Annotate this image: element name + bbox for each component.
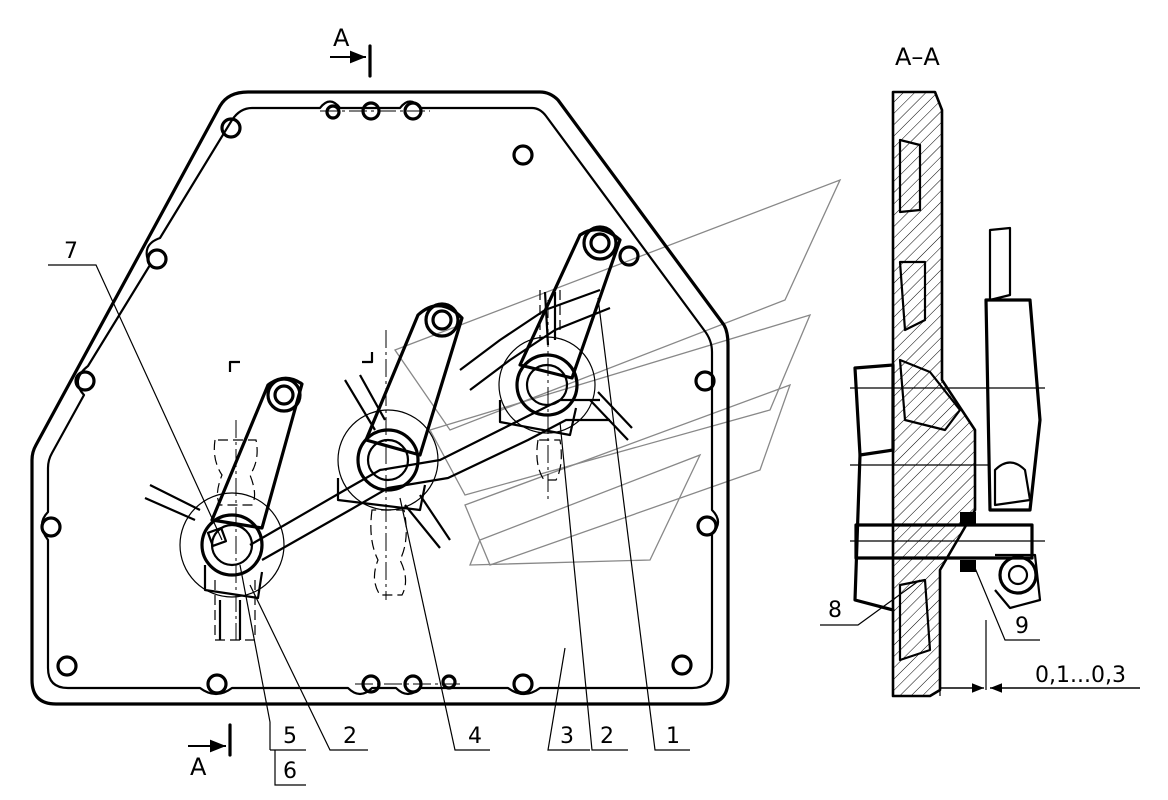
callout-9: 9	[1015, 614, 1029, 639]
bolt-holes	[40, 101, 718, 695]
cover-inner-contour	[40, 100, 720, 696]
shift-lever-right	[498, 225, 633, 441]
section-mark-bottom: A	[190, 753, 207, 781]
cover-outer-contour	[30, 90, 730, 706]
callout-2-right: 2	[600, 724, 614, 749]
gap-dimension-label: 0,1...0,3	[1035, 663, 1126, 688]
callout-1: 1	[666, 724, 680, 749]
cover-section-hatch	[891, 90, 977, 698]
gap-dimension: 0,1...0,3	[940, 663, 1140, 693]
callout-2-left: 2	[343, 724, 357, 749]
section-cut-marks: A A	[188, 24, 372, 781]
callout-3: 3	[560, 724, 574, 749]
callout-8: 8	[828, 598, 842, 623]
section-mark-top: A	[333, 24, 350, 52]
callouts: 7 5 6 2 4 3 2 1 8 9	[48, 239, 1040, 786]
callout-5: 5	[283, 724, 297, 749]
hidden-lever-outlines	[213, 290, 562, 641]
cover-plate	[30, 90, 730, 706]
watermark-logo	[393, 178, 842, 566]
callout-4: 4	[468, 724, 482, 749]
shift-lever-left	[144, 376, 304, 640]
callout-7: 7	[64, 239, 78, 264]
section-view-title: A–A	[895, 43, 940, 71]
callout-6: 6	[283, 759, 297, 784]
section-view-a-a: A–A	[850, 43, 1045, 698]
view-corner-marks	[228, 352, 374, 372]
shift-lever-middle	[336, 302, 464, 549]
